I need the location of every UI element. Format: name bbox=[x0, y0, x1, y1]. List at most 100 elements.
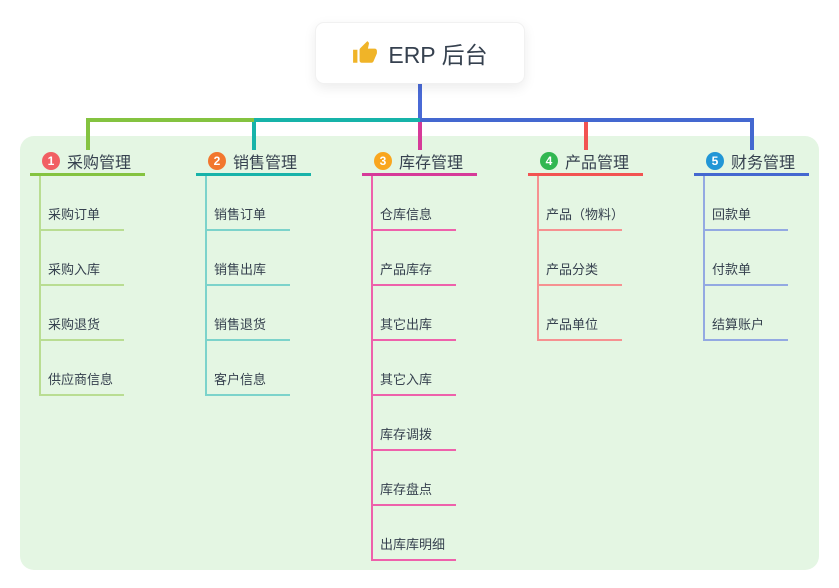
branch-title: 采购管理 bbox=[67, 154, 132, 172]
child-label: 采购入库 bbox=[48, 262, 101, 277]
child-label: 销售出库 bbox=[214, 262, 267, 277]
branch-number-badge: 1 bbox=[42, 151, 60, 170]
child-underline bbox=[703, 339, 788, 341]
child-node-产品分类[interactable]: 产品分类 bbox=[528, 231, 658, 286]
child-label: 产品（物料） bbox=[546, 207, 625, 222]
child-label: 结算账户 bbox=[712, 317, 765, 332]
child-underline bbox=[371, 504, 456, 506]
branch-title-row[interactable]: 1 采购管理 bbox=[30, 148, 160, 173]
branch-title-row[interactable]: 5 财务管理 bbox=[694, 148, 824, 173]
child-label: 库存调拨 bbox=[380, 427, 433, 442]
child-label: 客户信息 bbox=[214, 372, 267, 387]
branch-number-badge: 4 bbox=[540, 151, 558, 170]
child-label: 采购退货 bbox=[48, 317, 101, 332]
child-underline bbox=[371, 449, 456, 451]
branch-underline bbox=[196, 173, 311, 176]
child-label: 供应商信息 bbox=[48, 372, 114, 387]
connector-vertical-line bbox=[584, 118, 588, 150]
child-node-结算账户[interactable]: 结算账户 bbox=[694, 286, 824, 341]
child-underline bbox=[39, 339, 124, 341]
branch-node-销售管理[interactable]: 2 销售管理 销售订单销售出库销售退货客户信息 bbox=[196, 148, 326, 396]
child-underline bbox=[371, 559, 456, 561]
child-node-采购退货[interactable]: 采购退货 bbox=[30, 286, 160, 341]
branch-title-row[interactable]: 4 产品管理 bbox=[528, 148, 658, 173]
children-spine-line bbox=[205, 176, 207, 396]
connector-vertical-line bbox=[750, 118, 754, 150]
child-node-其它入库[interactable]: 其它入库 bbox=[362, 341, 492, 396]
child-label: 出库库明细 bbox=[380, 537, 446, 552]
child-underline bbox=[205, 284, 290, 286]
root-title: ERP 后台 bbox=[388, 42, 488, 68]
child-label: 产品分类 bbox=[546, 262, 599, 277]
child-node-库存调拨[interactable]: 库存调拨 bbox=[362, 396, 492, 451]
child-underline bbox=[371, 394, 456, 396]
connector-vertical-line bbox=[86, 118, 90, 150]
connector-horizontal-line bbox=[420, 118, 754, 122]
child-node-产品单位[interactable]: 产品单位 bbox=[528, 286, 658, 341]
child-node-其它出库[interactable]: 其它出库 bbox=[362, 286, 492, 341]
branch-underline bbox=[528, 173, 643, 176]
child-label: 产品单位 bbox=[546, 317, 599, 332]
child-underline bbox=[537, 284, 622, 286]
child-node-客户信息[interactable]: 客户信息 bbox=[196, 341, 326, 396]
child-underline bbox=[205, 229, 290, 231]
child-label: 销售订单 bbox=[214, 207, 267, 222]
child-label: 仓库信息 bbox=[380, 207, 433, 222]
branch-node-库存管理[interactable]: 3 库存管理 仓库信息产品库存其它出库其它入库库存调拨库存盘点出库库明细 bbox=[362, 148, 492, 561]
child-node-供应商信息[interactable]: 供应商信息 bbox=[30, 341, 160, 396]
branch-underline bbox=[362, 173, 477, 176]
child-node-付款单[interactable]: 付款单 bbox=[694, 231, 824, 286]
branch-children: 销售订单销售出库销售退货客户信息 bbox=[196, 176, 326, 396]
branch-title-row[interactable]: 3 库存管理 bbox=[362, 148, 492, 173]
branch-children: 仓库信息产品库存其它出库其它入库库存调拨库存盘点出库库明细 bbox=[362, 176, 492, 561]
child-node-出库库明细[interactable]: 出库库明细 bbox=[362, 506, 492, 561]
child-node-仓库信息[interactable]: 仓库信息 bbox=[362, 176, 492, 231]
child-label: 产品库存 bbox=[380, 262, 433, 277]
branch-node-产品管理[interactable]: 4 产品管理 产品（物料） 产品分类产品单位 bbox=[528, 148, 658, 341]
branch-children: 回款单付款单结算账户 bbox=[694, 176, 824, 341]
branch-number-badge: 5 bbox=[706, 151, 724, 170]
branch-title: 财务管理 bbox=[731, 154, 796, 172]
root-node[interactable]: ERP 后台 bbox=[315, 22, 525, 84]
child-underline bbox=[371, 284, 456, 286]
children-spine-line bbox=[537, 176, 539, 341]
child-label: 回款单 bbox=[712, 207, 752, 222]
child-node-采购入库[interactable]: 采购入库 bbox=[30, 231, 160, 286]
children-spine-line bbox=[371, 176, 373, 561]
thumbs-up-icon bbox=[353, 41, 378, 63]
child-label: 付款单 bbox=[712, 262, 752, 277]
branch-node-采购管理[interactable]: 1 采购管理 采购订单采购入库采购退货供应商信息 bbox=[30, 148, 160, 396]
branch-underline bbox=[694, 173, 809, 176]
branch-underline bbox=[30, 173, 145, 176]
child-node-产品（物料）[interactable]: 产品（物料） bbox=[528, 176, 658, 231]
child-label: 销售退货 bbox=[214, 317, 267, 332]
child-node-库存盘点[interactable]: 库存盘点 bbox=[362, 451, 492, 506]
child-node-回款单[interactable]: 回款单 bbox=[694, 176, 824, 231]
child-label: 其它入库 bbox=[380, 372, 433, 387]
child-underline bbox=[205, 394, 290, 396]
child-node-销售退货[interactable]: 销售退货 bbox=[196, 286, 326, 341]
child-underline bbox=[371, 229, 456, 231]
child-node-产品库存[interactable]: 产品库存 bbox=[362, 231, 492, 286]
connector-vertical-line bbox=[418, 118, 422, 150]
branch-children: 产品（物料） 产品分类产品单位 bbox=[528, 176, 658, 341]
branch-title: 库存管理 bbox=[399, 154, 464, 172]
branch-title: 销售管理 bbox=[233, 154, 298, 172]
children-spine-line bbox=[703, 176, 705, 341]
child-underline bbox=[537, 339, 622, 341]
connector-vertical-line bbox=[418, 82, 422, 122]
connector-horizontal-line bbox=[88, 118, 254, 122]
branch-title-row[interactable]: 2 销售管理 bbox=[196, 148, 326, 173]
connector-horizontal-line bbox=[254, 118, 420, 122]
child-label: 其它出库 bbox=[380, 317, 433, 332]
child-underline bbox=[39, 284, 124, 286]
child-node-销售订单[interactable]: 销售订单 bbox=[196, 176, 326, 231]
branch-number-badge: 3 bbox=[374, 151, 392, 170]
branch-node-财务管理[interactable]: 5 财务管理 回款单付款单结算账户 bbox=[694, 148, 824, 341]
child-node-采购订单[interactable]: 采购订单 bbox=[30, 176, 160, 231]
connector-vertical-line bbox=[252, 118, 256, 150]
child-underline bbox=[205, 339, 290, 341]
child-node-销售出库[interactable]: 销售出库 bbox=[196, 231, 326, 286]
child-underline bbox=[703, 229, 788, 231]
